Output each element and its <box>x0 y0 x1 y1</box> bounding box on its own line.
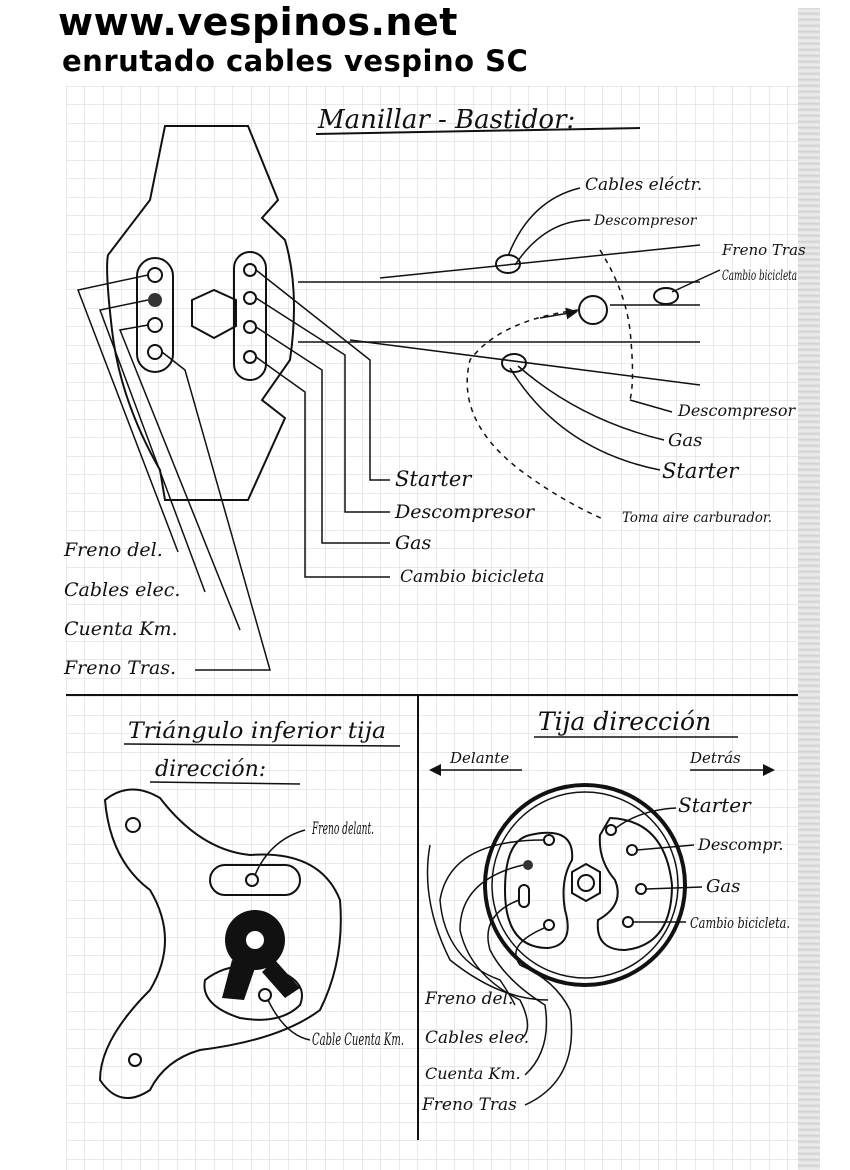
label-toma-aire: Toma aire carburador. <box>622 510 772 526</box>
graph-paper-grid <box>66 86 798 1170</box>
frame-hole-gas-icon <box>501 353 527 373</box>
hole-cables-elec-icon <box>523 860 533 870</box>
label-cables-elec: Cables elec. <box>64 579 180 601</box>
leader-cambio <box>255 356 390 578</box>
right-cable-slot <box>233 251 267 381</box>
scan-margin-strip <box>798 8 820 1170</box>
leader-gas-right <box>517 365 665 441</box>
label-cables-elec-br: Cables elec. <box>425 1028 529 1048</box>
center-bore-icon <box>577 874 595 892</box>
triangle-heading-line2: dirección: <box>155 757 266 782</box>
run-freno-del <box>439 839 545 1006</box>
label-cuenta-km: Cuenta Km. <box>64 618 178 640</box>
right-cable-guide <box>596 816 674 952</box>
hole-gas-icon <box>243 320 257 334</box>
steering-head-inner-ring <box>491 791 679 979</box>
hole-freno-tras-icon <box>543 919 555 931</box>
descompresor-dashed-path <box>599 249 634 401</box>
cuenta-km-hole-icon <box>258 988 272 1002</box>
left-cable-slot <box>136 257 174 373</box>
hexagon-nut-icon <box>191 288 237 340</box>
leader-gas <box>255 326 390 544</box>
run-cables-elec <box>459 864 529 1041</box>
leader-freno-del <box>76 274 179 553</box>
frame-line-1 <box>379 244 701 279</box>
stem-bore-icon <box>246 931 264 949</box>
leader-freno-tras-right <box>671 269 721 293</box>
leader-gas-br <box>645 886 703 890</box>
leader-cuenta-km <box>118 324 241 631</box>
label-starter-right: Starter <box>662 459 740 483</box>
bottom-right-panel: Tija dirección Delante Detrás Starter <box>421 707 790 1115</box>
label-cable-cuenta-km: Cable Cuenta Km. <box>312 1030 404 1050</box>
label-gas-br: Gas <box>706 876 740 897</box>
leader-starter-br <box>615 807 677 829</box>
leader-starter-right <box>509 367 661 471</box>
hole-starter-icon <box>605 824 617 836</box>
label-cambio-bicicleta-right: Cambio bicicleta <box>722 268 797 284</box>
label-freno-tras: Freno Tras. <box>63 657 176 679</box>
leader-descompresor-top <box>514 219 591 266</box>
label-starter-br: Starter <box>678 793 752 817</box>
page-subtitle: enrutado cables vespino SC <box>62 44 529 78</box>
freno-delant-hole-icon <box>245 873 259 887</box>
label-descompresor-right: Descompresor <box>677 401 796 420</box>
left-cable-guide <box>503 831 574 950</box>
label-freno-tras-right: Freno Tras <box>721 241 806 259</box>
label-freno-delant: Freno delant. <box>311 819 374 839</box>
label-delante: Delante <box>449 749 509 767</box>
label-cuenta-km-br: Cuenta Km. <box>425 1064 521 1083</box>
clamp-ear-left-icon <box>222 960 255 1000</box>
bottom-left-panel: Triángulo inferior tija dirección: Freno… <box>98 719 404 1099</box>
triangle-heading-line1: Triángulo inferior tija <box>128 719 386 744</box>
leader-starter <box>255 269 390 481</box>
top-panel: Manillar - Bastidor: <box>63 105 806 679</box>
label-detras: Detrás <box>689 749 741 767</box>
label-freno-del-br: Freno del. <box>424 989 513 1009</box>
leader-descompr-br <box>636 844 695 851</box>
hole-cuenta-km-icon <box>518 884 530 908</box>
leader-cable-cuenta-km <box>267 999 311 1041</box>
run-freno-tras <box>515 927 573 1106</box>
clamp-ear-right-icon <box>262 960 300 998</box>
triangle-clamp-outline <box>98 788 342 1099</box>
label-starter: Starter <box>395 467 473 491</box>
loop-outer <box>426 844 549 1001</box>
upper-slot <box>209 864 301 896</box>
leader-descompresor-right <box>629 399 673 413</box>
leader-descompresor <box>255 297 390 513</box>
label-freno-del: Freno del. <box>63 539 163 561</box>
air-intake-dashed-path <box>466 309 606 521</box>
mount-hole-bottom-icon <box>128 1053 142 1067</box>
label-freno-tras-br: Freno Tras <box>421 1095 517 1115</box>
frame-hole-air-icon <box>578 295 608 325</box>
label-gas: Gas <box>395 532 432 554</box>
label-descompresor: Descompresor <box>394 501 536 523</box>
handlebar-body-outline <box>106 125 295 501</box>
mount-hole-top-icon <box>125 817 141 833</box>
hole-cables-elec-icon <box>148 293 162 307</box>
steering-head-outer-ring <box>483 783 687 987</box>
leader-freno-delant <box>254 829 306 876</box>
site-title: www.vespinos.net <box>58 0 458 44</box>
leader-cables-elec <box>98 299 206 593</box>
label-cables-electr: Cables eléctr. <box>585 175 702 195</box>
tija-heading: Tija dirección <box>538 707 711 736</box>
run-cuenta-km <box>487 899 548 1076</box>
leader-freno-tras <box>161 351 271 671</box>
center-nut-icon <box>571 862 601 903</box>
label-descompresor-top: Descompresor <box>593 213 698 229</box>
triangle-heading-underline-1 <box>123 743 401 747</box>
triangle-heading-underline-2 <box>149 781 301 785</box>
label-cambio-bicicleta: Cambio bicicleta <box>400 567 544 587</box>
leader-cables-electr <box>507 187 581 257</box>
label-cambio-bicicleta-br: Cambio bicicleta. <box>690 914 790 932</box>
hole-cambio-icon <box>243 350 257 364</box>
frame-hole-freno-icon <box>653 287 679 305</box>
air-arrow <box>539 307 578 320</box>
label-gas-right: Gas <box>668 430 702 451</box>
label-descompr-br: Descompr. <box>697 835 784 854</box>
heading-underline <box>315 127 641 135</box>
